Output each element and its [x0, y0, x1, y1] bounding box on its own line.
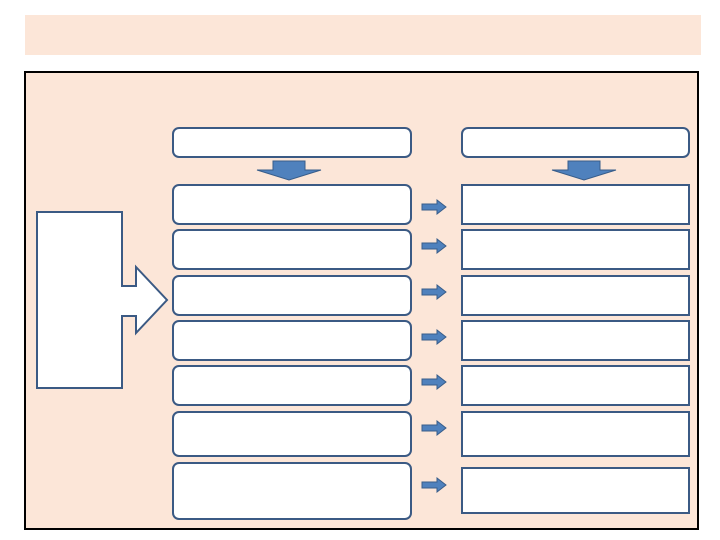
right-down-arrow-icon — [551, 160, 617, 181]
right-step-2 — [461, 229, 690, 270]
right-arrow-icon-7 — [421, 476, 447, 494]
right-step-3 — [461, 275, 690, 316]
left-step-6 — [172, 411, 412, 457]
right-arrow-icon-2 — [421, 237, 447, 255]
right-step-6 — [461, 411, 690, 457]
left-column-header — [172, 127, 412, 158]
left-step-1 — [172, 184, 412, 225]
left-step-2 — [172, 229, 412, 270]
right-step-5 — [461, 365, 690, 406]
right-arrow-icon-4 — [421, 328, 447, 346]
left-step-5 — [172, 365, 412, 406]
left-step-4 — [172, 320, 412, 361]
right-arrow-icon-5 — [421, 373, 447, 391]
right-arrow-icon-1 — [421, 198, 447, 216]
right-arrow-icon-3 — [421, 283, 447, 301]
right-arrow-icon-6 — [421, 419, 447, 437]
left-down-arrow-icon — [256, 160, 322, 181]
right-step-1 — [461, 184, 690, 225]
right-step-4 — [461, 320, 690, 361]
left-step-3 — [172, 275, 412, 316]
left-step-7 — [172, 462, 412, 520]
right-step-7 — [461, 467, 690, 514]
source-callout-arrow — [36, 211, 169, 389]
right-column-header — [461, 127, 690, 158]
title-bar — [25, 15, 701, 55]
